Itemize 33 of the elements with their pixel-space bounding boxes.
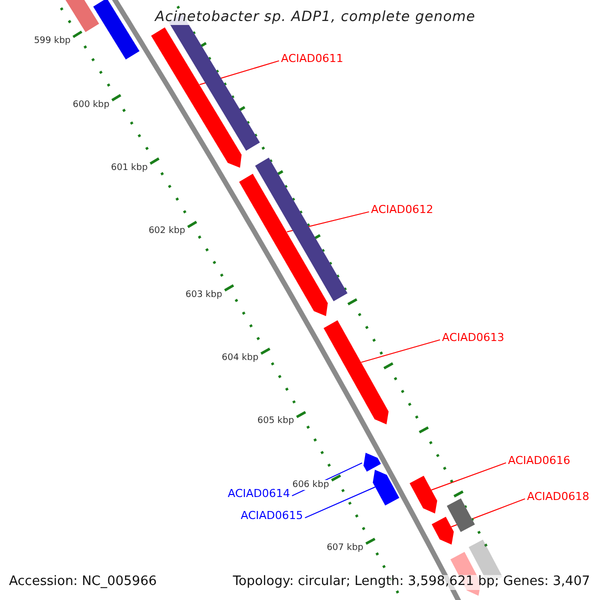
gene-label: ACIAD0618 (527, 491, 590, 504)
scale-label: 605 kbp (257, 416, 294, 427)
genome-info-text: Topology: circular; Length: 3,598,621 bp; Genes: 3,407 (232, 575, 590, 590)
gene-label: ACIAD0616 (508, 455, 570, 468)
gene-label: ACIAD0612 (371, 204, 434, 217)
scale-label: 604 kbp (222, 352, 258, 364)
gene-feature (239, 174, 328, 316)
accession-text: Accession: NC_005966 (9, 575, 157, 590)
gene-label: ACIAD0611 (281, 53, 344, 66)
scale-label: 607 kbp (326, 542, 364, 554)
scale-label: 601 kbp (111, 163, 148, 174)
gene-label: ACIAD0613 (442, 332, 504, 345)
gene-feature (446, 498, 475, 532)
scale-label: 599 kbp (34, 36, 71, 47)
gene-feature (372, 470, 400, 506)
map-title: Acinetobacter sp. ADP1, complete genome (155, 9, 476, 26)
leader-line (430, 462, 506, 490)
gene-label: ACIAD0614 (228, 488, 290, 501)
gene-feature (255, 158, 348, 302)
gene-feature (151, 27, 242, 168)
scale-label: 603 kbp (186, 290, 222, 300)
gene-feature (64, 0, 100, 32)
gene-feature (410, 476, 438, 514)
gene-feature (364, 452, 381, 472)
scale-label: 606 kbp (292, 480, 330, 490)
scale-label: 602 kbp (148, 226, 186, 237)
leader-line (304, 486, 376, 518)
gene-feature (324, 320, 389, 424)
scale-label: 600 kbp (72, 100, 110, 110)
leader-line (360, 339, 440, 363)
gene-label: ACIAD0615 (240, 510, 303, 523)
gene-feature (93, 0, 140, 60)
gene-feature (432, 516, 454, 545)
